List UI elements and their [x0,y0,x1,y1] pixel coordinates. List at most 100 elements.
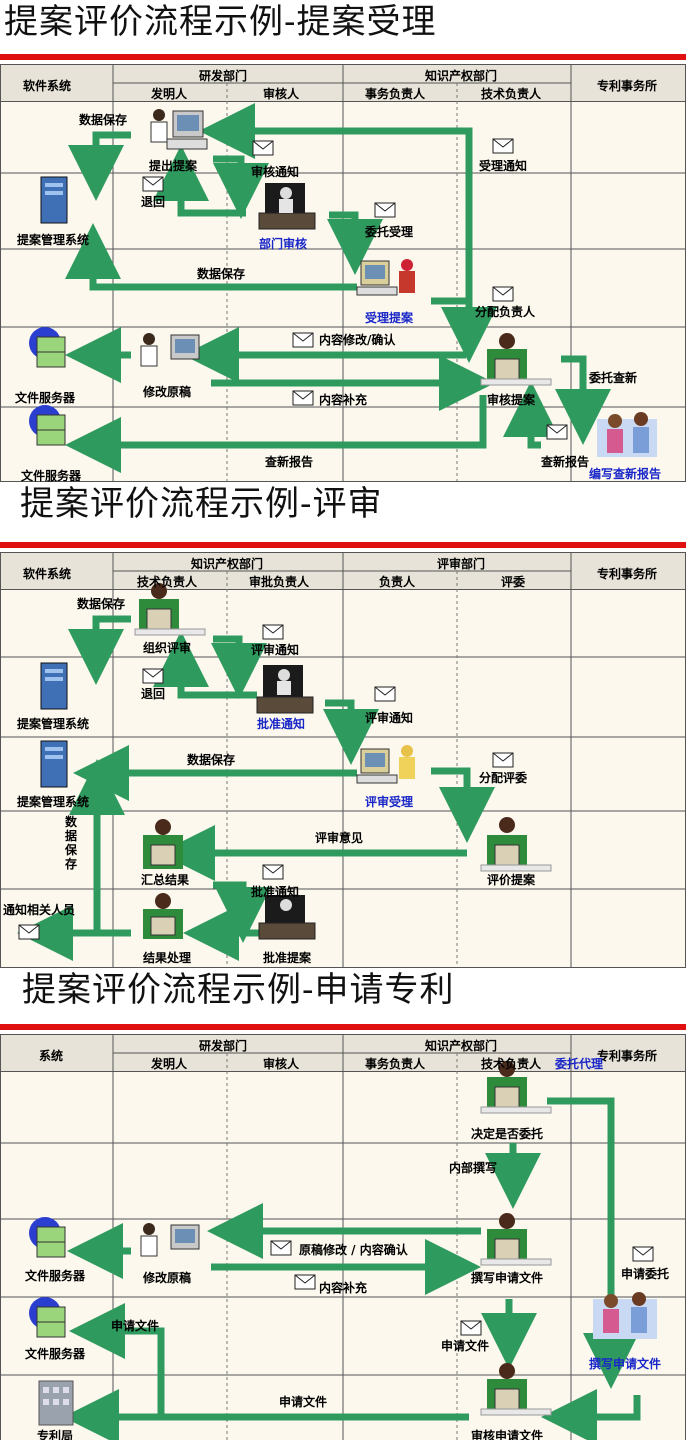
flow-diagram [1,553,685,967]
label: 专利局 [37,1429,74,1440]
label: 文件服务器 [25,1269,86,1283]
label: 委托查新 [589,371,638,385]
accept-clerk-icon [356,259,415,296]
header-ip: 知识产权部门 [425,1039,498,1053]
writer-icon [480,1213,552,1266]
label: 组织评审 [143,641,192,655]
label: 审核申请文件 [471,1429,544,1440]
label: 内容补充 [319,1281,368,1295]
envelope-icon [546,424,568,440]
label: 数据保存 [77,597,126,611]
label: 提案管理系统 [17,795,90,809]
file-server-icon [29,1217,66,1258]
header-ip: 知识产权部门 [425,69,498,83]
label: 批准提案 [263,951,312,965]
header-software: 软件系统 [23,567,72,581]
label: 提出提案 [149,159,198,173]
envelope-icon [294,1274,316,1290]
header-affairs: 事务负责人 [365,87,426,101]
flow-diagram [1,65,685,481]
envelope-icon [374,202,396,218]
mgmt-server-icon [40,740,68,788]
envelope-icon [252,140,274,156]
label: 数据保存 [197,267,246,281]
label: 评价提案 [487,873,536,887]
envelope-icon [460,1320,482,1336]
file-server-icon [29,1297,66,1338]
label: 评审通知 [251,643,300,657]
tech-lead-icon [480,333,552,386]
label: 部门审核 [259,237,308,251]
inventor-computer-icon [150,109,208,150]
label: 分配评委 [479,771,528,785]
label: 受理提案 [365,311,414,325]
label: 退回 [141,687,166,701]
label: 委托代理 [555,1057,604,1071]
label: 查新报告 [265,455,314,469]
header-inventor: 发明人 [151,1057,188,1071]
envelope-icon [292,390,314,406]
label: 内部撰写 [449,1161,498,1175]
label: 受理通知 [479,159,528,173]
label: 评审意见 [315,831,364,845]
label: 申请文件 [441,1339,490,1353]
label: 评审通知 [365,711,414,725]
envelope-icon [142,176,164,192]
label: 修改原稿 [143,385,192,399]
label: 文件服务器 [15,391,76,405]
label: 批准通知 [251,885,300,899]
panel-evaluation: 提案评价流程示例-评审 [0,482,686,968]
header-system: 系统 [39,1049,64,1063]
envelope-icon [262,624,284,640]
label: 汇总结果 [141,873,190,887]
envelope-icon [492,138,514,154]
label: 文件服务器 [21,469,82,482]
header-ip: 知识产权部门 [191,557,264,571]
revise-computer-icon [140,333,200,367]
envelope-icon [374,686,396,702]
label: 审核提案 [487,393,536,407]
label: 数据保存 [65,815,78,871]
header-tech: 技术负责人 [137,575,198,589]
label: 编写查新报告 [589,467,662,481]
panel-title: 提案评价流程示例-评审 [20,484,383,524]
label: 查新报告 [541,455,590,469]
revise-computer-icon [140,1223,200,1257]
header-patent: 专利事务所 [597,79,658,93]
dept-reviewer-icon [258,183,316,230]
label: 结果处理 [143,951,192,965]
file-server-icon [29,327,66,368]
header-inventor: 发明人 [151,87,188,101]
label: 撰写申请文件 [589,1357,662,1371]
header-patent: 专利事务所 [597,1049,658,1063]
label: 文件服务器 [25,1347,86,1361]
panel-title: 提案评价流程示例-申请专利 [22,970,455,1010]
envelope-icon [18,924,40,940]
label: 审核通知 [251,165,300,179]
label: 提案管理系统 [17,717,90,731]
label: 原稿修改 / 内容确认 [299,1243,408,1257]
header-tech: 技术负责人 [481,87,542,101]
envelope-icon [632,1246,654,1262]
swimlane-board: 软件系统 知识产权部门 技术负责人 审批负责人 评审部门 负责人 评委 专利事务… [0,552,686,968]
header-eval: 评审部门 [437,557,486,571]
label: 决定是否委托 [471,1127,544,1141]
envelope-icon [270,1240,292,1256]
panel-proposal-acceptance: 提案评价流程示例-提案受理 [0,0,686,482]
title-rule [0,54,686,60]
label: 修改原稿 [143,1271,192,1285]
label: 评审受理 [365,795,414,809]
tech-lead-icon [134,583,206,636]
result-icon [143,893,183,939]
eval-clerk-icon [356,745,415,784]
label: 数据保存 [79,113,128,127]
header-software: 软件系统 [23,79,72,93]
envelope-icon [262,864,284,880]
label: 分配负责人 [475,305,536,319]
label: 提案管理系统 [17,233,90,247]
header-reviewer: 审核人 [263,87,300,101]
envelope-icon [492,286,514,302]
label: 内容修改/确认 [319,333,396,347]
judge-icon [480,817,552,872]
panel-title: 提案评价流程示例-提案受理 [4,2,437,42]
